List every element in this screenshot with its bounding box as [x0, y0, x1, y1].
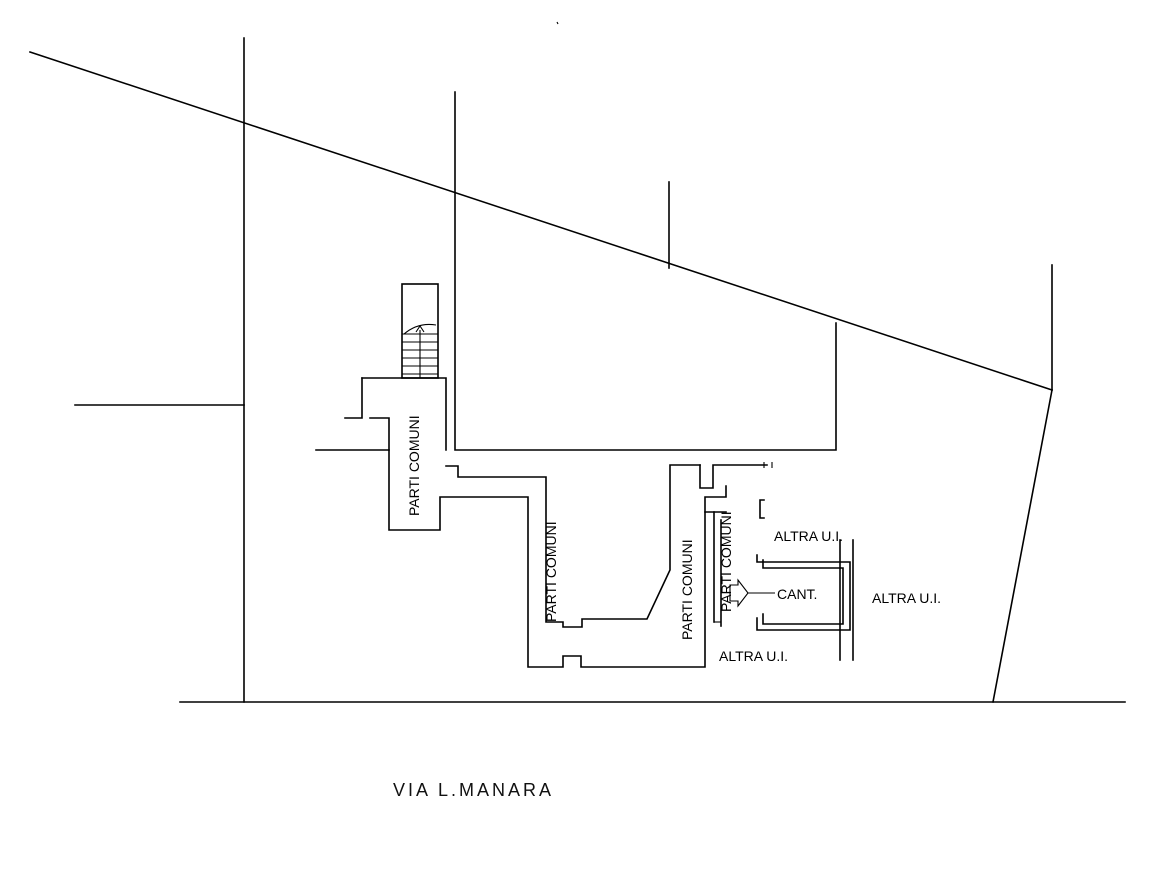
- label-cantina: CANT.: [777, 586, 817, 602]
- label-common-right-b: PARTI COMUNI: [718, 511, 734, 612]
- site-lines: [28, 21, 1126, 703]
- label-altra-bottom: ALTRA U.I.: [719, 648, 788, 664]
- street-name: VIA L.MANARA: [393, 780, 554, 800]
- arrow-icon: [729, 578, 749, 608]
- label-common-left: PARTI COMUNI: [406, 415, 422, 516]
- faint-mark: [556, 21, 559, 25]
- diagonal-boundary-line: [28, 50, 1054, 392]
- staircase: [401, 283, 439, 379]
- label-altra-top: ALTRA U.I.: [774, 528, 843, 544]
- courtyard-block: [454, 91, 837, 451]
- slanted-boundary-right: [992, 389, 1053, 703]
- label-common-right-a: PARTI COMUNI: [679, 539, 695, 640]
- cellar-unit: [729, 539, 854, 661]
- label-common-mid: PARTI COMUNI: [543, 521, 559, 622]
- label-altra-right: ALTRA U.I.: [872, 590, 941, 606]
- common-corridor: [315, 377, 773, 668]
